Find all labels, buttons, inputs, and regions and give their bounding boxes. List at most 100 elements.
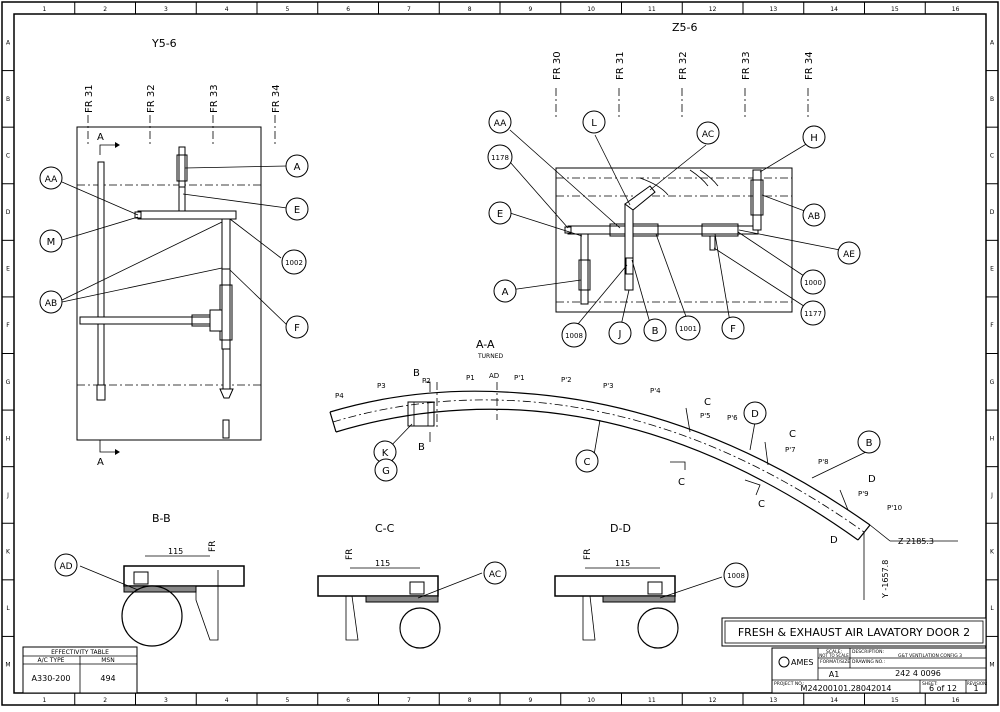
border-col-label: 1 <box>42 6 46 13</box>
sheet-label: SHEET: <box>922 681 938 687</box>
effectivity-cell-msn: 494 <box>100 674 115 683</box>
border-row-label: M <box>5 662 10 669</box>
border-col-label: 6 <box>346 6 350 13</box>
format-label: FORMAT/SIZE <box>820 659 850 665</box>
border-col-label: 3 <box>164 6 168 13</box>
dim-cc: 115 <box>375 559 390 568</box>
project-label: PROJECT NO.: <box>774 681 805 687</box>
view-title-cc: C-C <box>375 522 395 535</box>
frame-label-y-31: FR 31 <box>84 84 95 113</box>
label-d-aa: D <box>751 409 759 420</box>
border-col-label: 14 <box>830 697 838 704</box>
format-value: A1 <box>829 670 840 679</box>
label-1008-dd: 1008 <box>727 572 745 580</box>
border-col-label: 13 <box>770 697 778 704</box>
station-p1: P1 <box>466 374 475 382</box>
label-1000-z: 1000 <box>804 279 822 287</box>
label-ae-z: AE <box>843 250 855 260</box>
section-bb: B-B FR 115 <box>79 512 245 647</box>
view-title-dd: D-D <box>610 522 631 535</box>
border-col-label: 8 <box>468 6 472 13</box>
frame-label-y-32: FR 32 <box>146 84 157 113</box>
border-row-label: M <box>989 662 994 669</box>
revision-label: REVISION: <box>967 681 987 686</box>
drawing-no-value: 242 4 0096 <box>895 669 941 678</box>
label-ab-z: AB <box>808 212 820 222</box>
border-row-label: L <box>990 605 994 612</box>
border-row-label: H <box>6 435 11 442</box>
border-col-label: 12 <box>709 697 717 704</box>
fr-label-dd: FR <box>583 549 593 560</box>
section-dd: D-D FR 115 <box>554 522 723 649</box>
view-z56: Z5-6 FR 30 FR 31 FR 32 FR 33 FR 34 <box>509 21 846 331</box>
station-pp8: P'8 <box>818 458 829 466</box>
border-row-label: L <box>6 605 10 612</box>
label-ad-bb: AD <box>59 562 72 572</box>
view-title-bb: B-B <box>152 512 171 525</box>
border-row-label: J <box>6 492 9 499</box>
border-col-label: 5 <box>285 697 289 704</box>
label-ac-cc: AC <box>489 570 501 580</box>
label-l-z: L <box>591 118 597 129</box>
section-marker-c-4: C <box>758 499 765 510</box>
label-aa-y: AA <box>45 175 58 185</box>
station-ad: AD <box>489 372 499 380</box>
border-col-label: 9 <box>528 6 532 13</box>
section-marker-c-1: C <box>704 397 711 408</box>
station-p2: P2 <box>422 377 431 385</box>
effectivity-cell-type: A330-200 <box>32 674 71 683</box>
border-col-label: 10 <box>587 697 595 704</box>
frame-label-z-30: FR 30 <box>552 51 563 80</box>
section-marker-a-bottom: A <box>97 457 104 468</box>
border-col-label: 1 <box>42 697 46 704</box>
label-h-z: H <box>810 133 818 144</box>
label-1001-z: 1001 <box>679 325 697 333</box>
drawing-no-label: DRAWING NO.: <box>852 659 885 665</box>
border-col-label: 4 <box>225 697 229 704</box>
station-pp1: P'1 <box>514 374 525 382</box>
dim-bb: 115 <box>168 547 183 556</box>
label-m-y: M <box>47 237 56 248</box>
station-pp2: P'2 <box>561 376 572 384</box>
border-row-label: D <box>990 209 995 216</box>
label-1178-z: 1178 <box>491 154 509 162</box>
frame-lines-y: FR 31 FR 32 FR 33 FR 34 <box>84 84 282 145</box>
section-marker-b-top: B <box>413 368 420 379</box>
border-col-label: 15 <box>891 697 899 704</box>
description-value: G&T VENTILATION CONFIG 3 <box>898 653 962 659</box>
border-col-label: 4 <box>225 6 229 13</box>
border-col-label: 11 <box>648 6 656 13</box>
label-f-y: F <box>294 323 300 334</box>
border-row-label: D <box>6 209 11 216</box>
border-row-label: F <box>6 322 10 329</box>
station-pp7: P'7 <box>785 446 796 454</box>
border-row-label: B <box>990 96 994 103</box>
revision-value: 1 <box>973 684 978 693</box>
view-aa: A-A TURNED B B C C C C D D P4 P <box>329 338 958 600</box>
label-a-y: A <box>294 162 301 173</box>
label-b-z: B <box>652 326 659 337</box>
effectivity-title: EFFECTIVITY TABLE <box>51 649 109 656</box>
view-title-aa: A-A <box>476 338 495 351</box>
section-marker-d-2: D <box>830 535 838 546</box>
label-1008-z: 1008 <box>565 332 583 340</box>
label-g-aa: G <box>382 466 390 477</box>
section-cc: C-C FR 115 <box>317 522 483 649</box>
frame-label-z-31: FR 31 <box>615 51 626 80</box>
station-pp3: P'3 <box>603 382 614 390</box>
project-value: M24200101.28042014 <box>801 684 892 693</box>
label-1002-y: 1002 <box>285 259 303 267</box>
border-col-label: 7 <box>407 6 411 13</box>
border-col-label: 10 <box>587 6 595 13</box>
border-row-label: B <box>6 96 10 103</box>
border-row-label: C <box>990 152 994 159</box>
border-col-label: 14 <box>830 6 838 13</box>
border-col-label: 2 <box>103 697 107 704</box>
sheet-value: 6 of 12 <box>929 684 957 693</box>
station-pp6: P'6 <box>727 414 738 422</box>
label-ac-z: AC <box>702 130 714 140</box>
border-col-label: 16 <box>952 6 960 13</box>
effectivity-header-type: A/C TYPE <box>38 657 65 664</box>
label-f-z: F <box>730 324 736 335</box>
